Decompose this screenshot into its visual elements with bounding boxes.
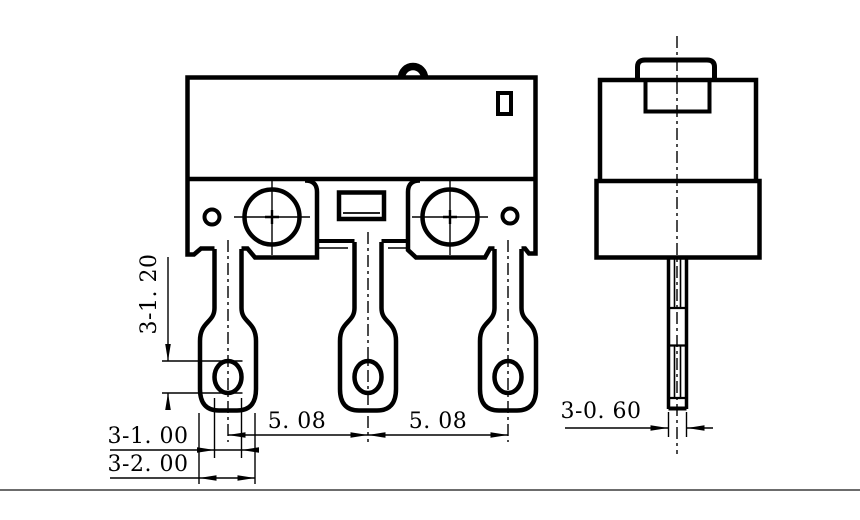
plunger-cap	[635, 57, 717, 80]
pin-centerlines	[227, 232, 509, 442]
side-body-outline	[597, 77, 759, 181]
right-small-hole	[500, 206, 520, 226]
left-mount-crosshair	[234, 179, 310, 255]
front-view	[185, 62, 539, 442]
base-right-boss	[405, 178, 538, 260]
dim-label-pitch-left: 5. 08	[267, 409, 327, 434]
left-small-hole	[202, 207, 222, 227]
base-left-boss	[185, 178, 320, 260]
dim-label-hole-width: 3-1. 00	[107, 424, 189, 449]
top-hook-arc-icon	[397, 62, 429, 79]
dim-hole-height-ext	[162, 360, 243, 394]
side-view	[594, 36, 762, 454]
front-vent-slot	[496, 91, 513, 116]
dimension-arrows	[165, 344, 705, 481]
side-base-outline	[594, 178, 762, 260]
dim-hole-width-ext	[213, 398, 243, 458]
side-pin-inner-lines	[673, 259, 682, 397]
dim-label-pin-thickness: 3-0. 60	[560, 399, 642, 424]
right-mount-crosshair	[412, 179, 488, 255]
dim-label-pitch-right: 5. 08	[408, 409, 468, 434]
front-body-outline	[185, 75, 538, 179]
dim-label-hole-height: 3-1. 20	[137, 253, 162, 335]
center-terminal-block	[336, 190, 387, 222]
dim-pin-width-ext	[198, 413, 256, 484]
dim-pin-thickness-ext	[667, 412, 688, 437]
dim-label-pin-width: 3-2. 00	[107, 452, 189, 477]
